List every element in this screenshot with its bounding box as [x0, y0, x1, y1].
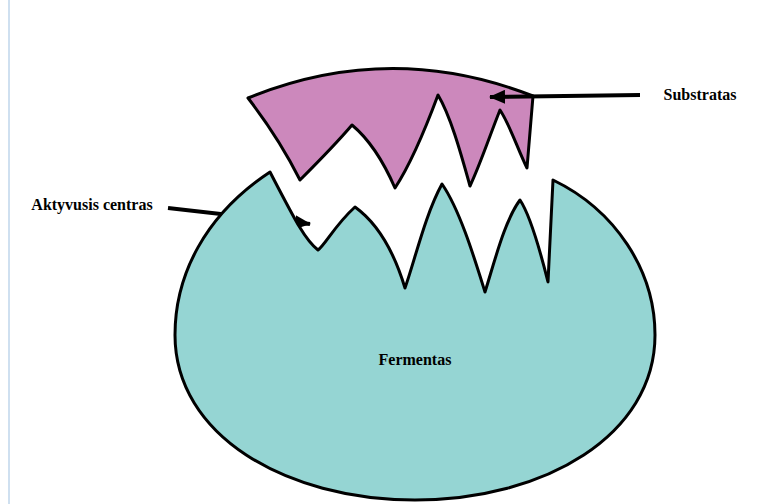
leader-arrow [490, 95, 640, 97]
node-label: Fermentas [379, 351, 452, 369]
page-border [8, 0, 10, 504]
enzyme-outline [170, 164, 660, 502]
enzyme-shape: Fermentas [170, 164, 660, 502]
callout-label: Aktyvusis centras [22, 196, 162, 214]
callout-label: Substratas [664, 86, 737, 104]
enzyme-body [175, 172, 655, 500]
substrate-shape [248, 68, 533, 188]
